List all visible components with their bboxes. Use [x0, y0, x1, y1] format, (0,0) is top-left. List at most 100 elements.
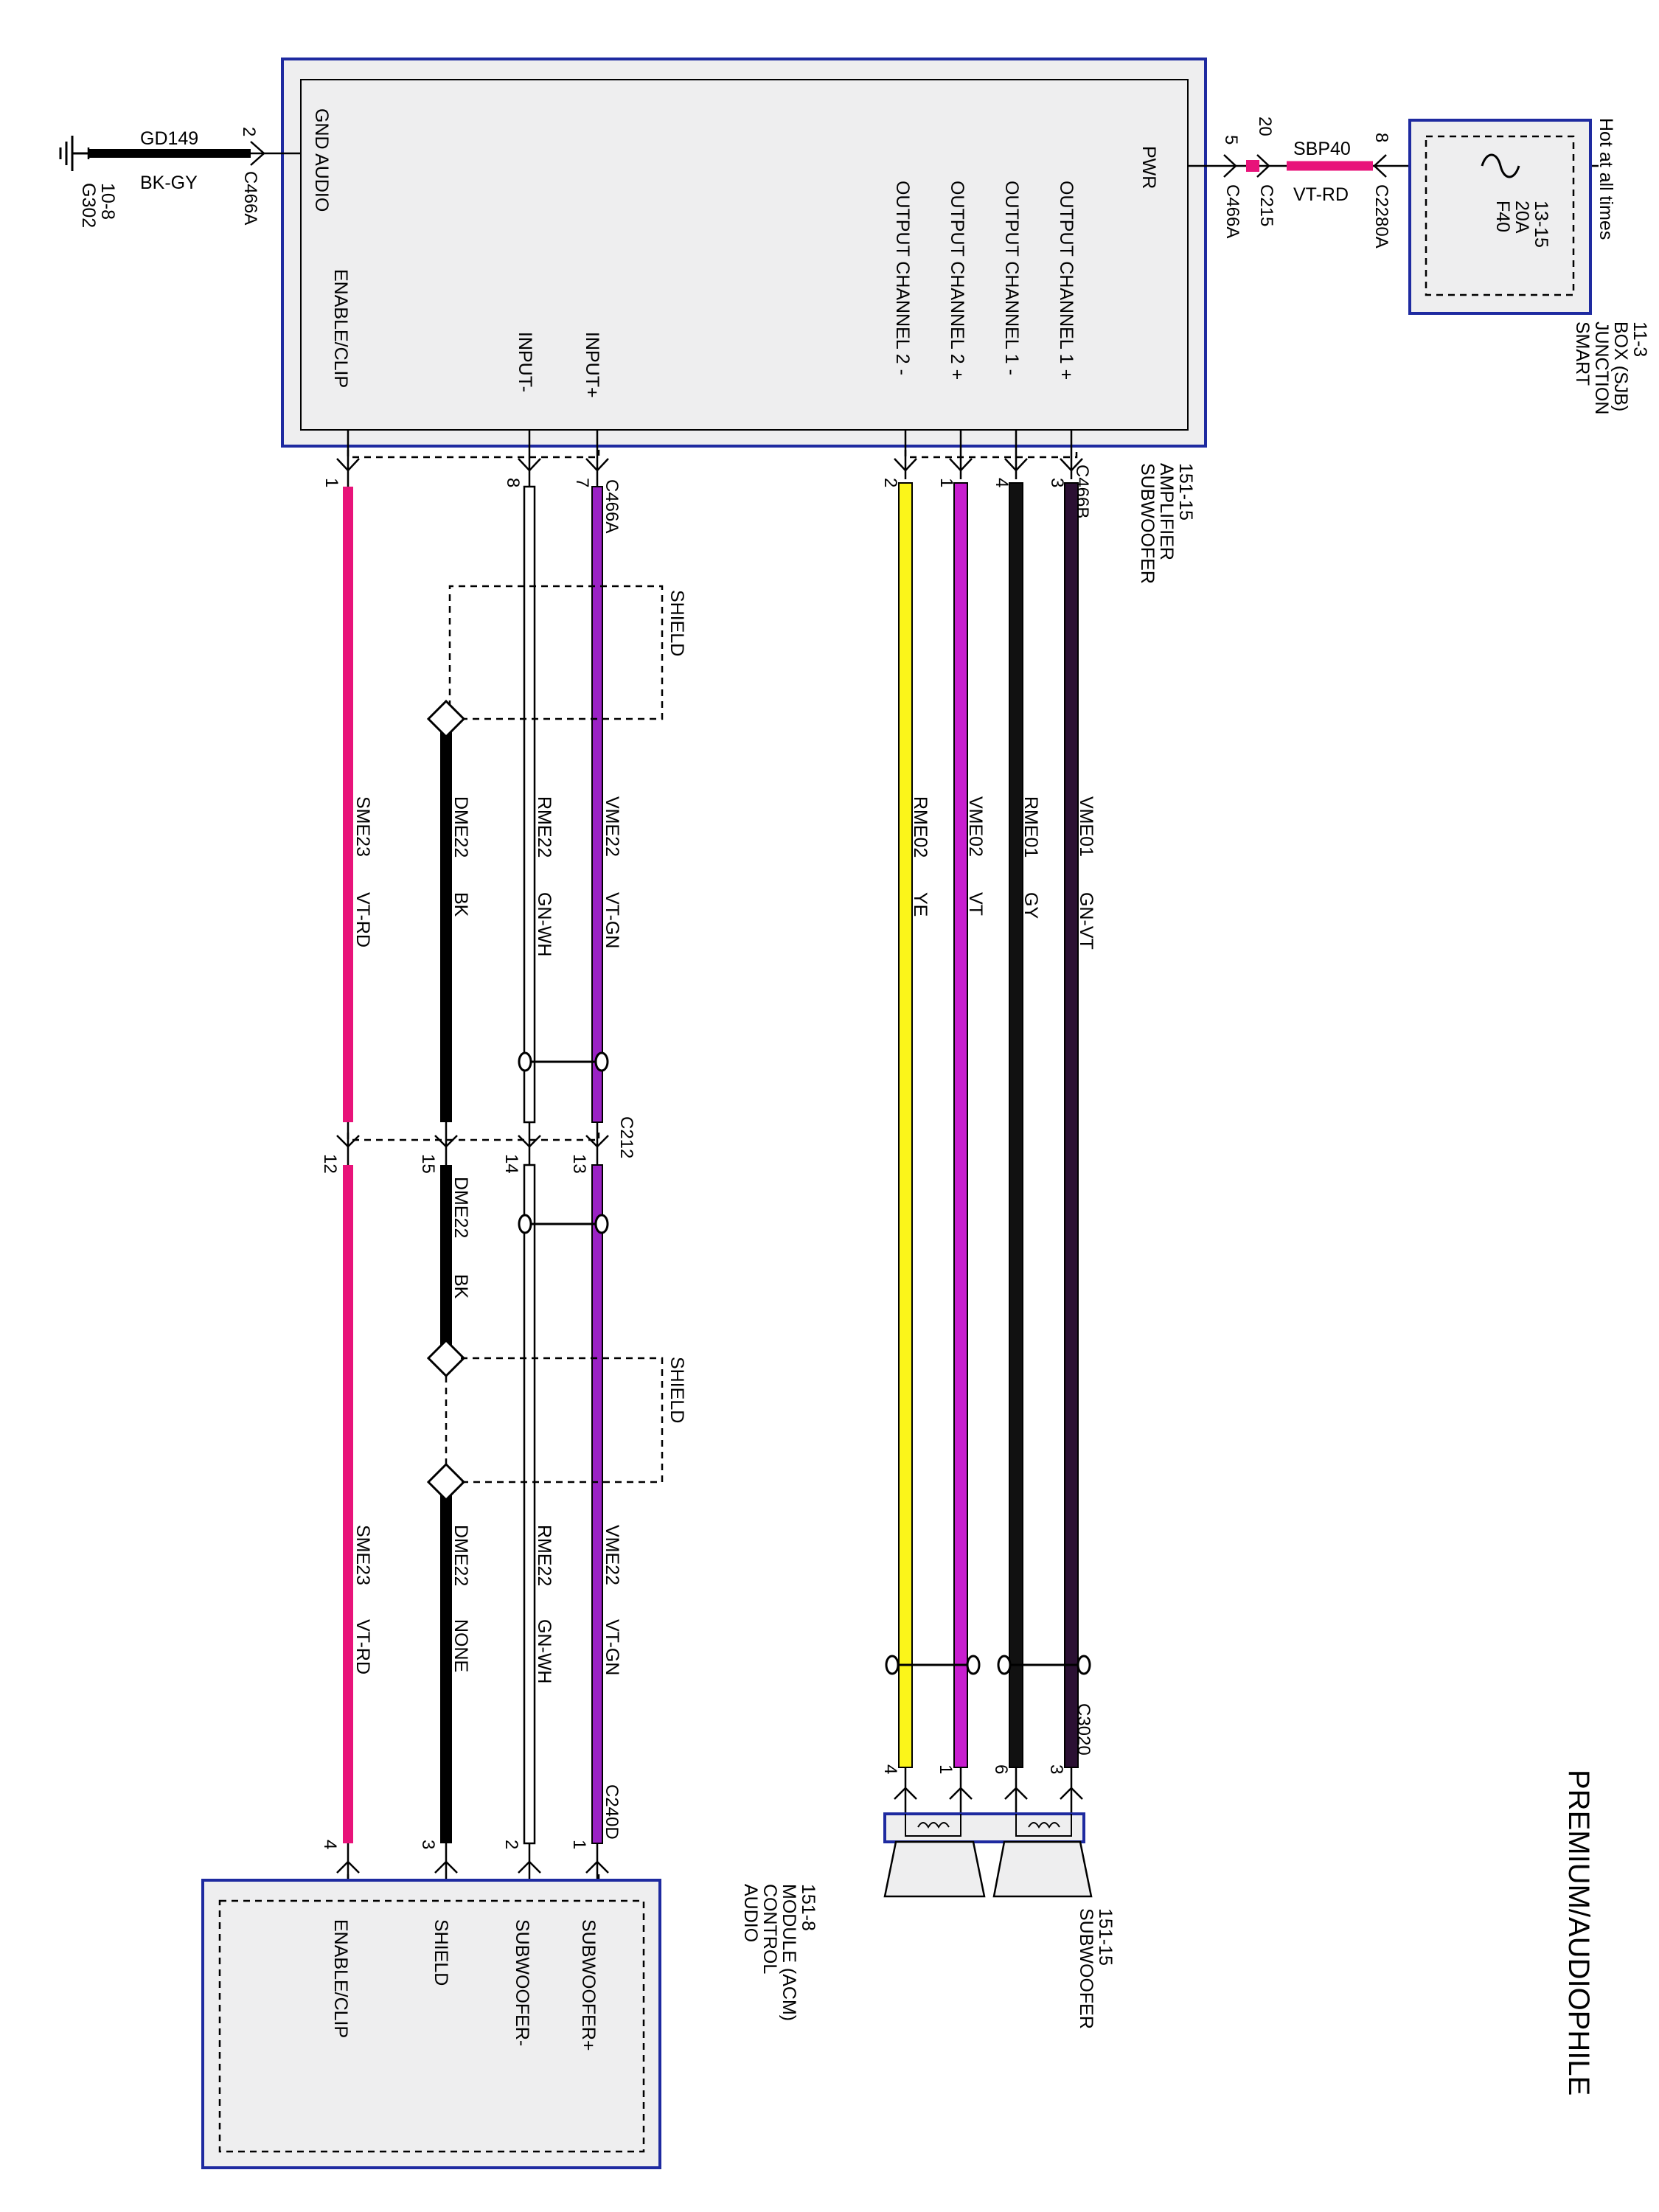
power-circuit: 5 C466A 20 C215 SBP40 VT-RD 8 C2280A F40…	[1188, 116, 1650, 414]
pin-arrow	[336, 1135, 360, 1148]
pin-arrow	[336, 458, 360, 472]
bottom-pin: 1	[569, 1840, 589, 1849]
wire-rme22: 8 RME22 GN-WH 14 RME22 GN-WH 2	[501, 430, 554, 1901]
pin-label-out1-plus: OUTPUT CHANNEL 1 +	[1056, 181, 1077, 380]
subwoofer-amplifier: SUBWOOFER AMPLIFIER 151-15 GND AUDIO PWR…	[281, 58, 1207, 589]
coil-winding-icon	[1028, 1822, 1060, 1829]
pin-arrow	[585, 1135, 609, 1148]
shield-terminal-icon	[426, 1338, 466, 1378]
connector-c466a-bar	[347, 450, 600, 459]
shield-terminal-icon	[426, 699, 466, 739]
wire-color: VT	[965, 892, 986, 916]
connector-c466b-bar	[904, 450, 1078, 459]
acm-name: AUDIO CONTROL MODULE (ACM) 151-8	[740, 1884, 818, 2026]
top-pin: 2	[880, 478, 900, 487]
shield-label: SHIELD	[667, 1357, 687, 1423]
bottom-pin: 1	[936, 1764, 956, 1774]
wire-body-bk-mid	[440, 1165, 452, 1358]
wire-body-vt-gn	[591, 486, 603, 1123]
pin-arrow-pwr-c466a	[1223, 154, 1237, 178]
coil-winding-icon	[917, 1822, 950, 1829]
pin-arrow	[518, 1860, 541, 1874]
power-pin-amp: 5	[1221, 135, 1241, 145]
connector-c3020: C3020	[1074, 1703, 1093, 1756]
mid-pin: 15	[418, 1154, 438, 1174]
wire-body-vt-rd	[343, 487, 353, 1122]
circuit-id-lower: VME22	[602, 1525, 622, 1585]
wire-body-none	[440, 1482, 452, 1843]
sjb-inner-dashed	[1425, 135, 1575, 296]
wire-vme22: 7 VME22 VT-GN 13 VME22 VT-GN 1	[569, 430, 622, 1901]
bottom-pin: 6	[991, 1764, 1011, 1774]
top-pin: 1	[321, 478, 341, 487]
wire-body-gn-wh-lower	[523, 1164, 536, 1845]
acm-pin-shield: SHIELD	[431, 1919, 451, 1986]
pin-label-pwr: PWR	[1138, 146, 1159, 189]
pin-arrow-pwr-c215	[1256, 154, 1270, 178]
wire-color: VT-RD	[352, 892, 373, 947]
wire-body-vt-gn-lower	[591, 1164, 603, 1844]
connector-c212: C212	[616, 1116, 636, 1158]
circuit-id-lower: DME22	[451, 1525, 471, 1586]
ground-symbol-icon	[59, 136, 88, 171]
circuit-id: VME02	[965, 796, 986, 857]
connector-c240d: C240D	[602, 1784, 622, 1840]
fuse-label: F40 20A 13-15	[1492, 201, 1551, 248]
pin-arrow	[1004, 1787, 1028, 1800]
wire-body-ye	[898, 482, 913, 1768]
ground-wire-color: BK-GY	[140, 173, 198, 193]
wire-body-gn-wh	[523, 485, 536, 1124]
output-wire-bundle: C466B 2 RME02 YE 4 1 VME02 VT 1	[880, 430, 1096, 1814]
subwoofer-name: SUBWOOFER 151-15	[1076, 1908, 1116, 2034]
bottom-pin: 3	[1046, 1764, 1066, 1774]
pin-label-input-plus: INPUT+	[582, 332, 602, 398]
pin-label-gnd-audio: GND AUDIO	[311, 108, 332, 212]
top-pin: 3	[1047, 478, 1067, 487]
wire-color: GY	[1020, 892, 1041, 919]
shield-terminal-icon	[426, 1462, 466, 1502]
shield-upper: SHIELD	[426, 585, 687, 739]
mid-pin: 12	[320, 1154, 340, 1174]
circuit-id: SME23	[352, 796, 373, 857]
mid-pin: 14	[501, 1154, 521, 1174]
twisted-pair-icon	[518, 1214, 609, 1234]
acm-outer-box	[201, 1879, 661, 2169]
acm-pin-enable-clip: ENABLE/CLIP	[330, 1919, 351, 2038]
circuit-id: RME22	[534, 796, 554, 858]
circuit-id-lower: SME23	[352, 1525, 373, 1585]
wire-body-vt-rd-lower	[343, 1165, 353, 1843]
pin-arrow	[1060, 458, 1083, 472]
pin-label-input-minus: INPUT-	[515, 332, 535, 392]
circuit-id: VME22	[602, 796, 622, 857]
pin-arrow	[518, 1135, 541, 1148]
wire-body-bk	[440, 719, 452, 1122]
wire-body-vt	[953, 482, 968, 1768]
power-pin-sjb: 8	[1371, 133, 1391, 142]
top-pin: 4	[992, 478, 1012, 487]
twisted-pair-icon	[518, 1051, 609, 1072]
wire-color: VT-GN	[602, 892, 622, 948]
amplifier-name: SUBWOOFER AMPLIFIER 151-15	[1137, 463, 1196, 589]
wire-color: BK	[451, 892, 471, 917]
wire-body-gn-vt	[1064, 482, 1079, 1768]
pin-arrow	[894, 458, 917, 472]
bottom-pin: 3	[418, 1840, 438, 1849]
acm-pin-sub-minus: SUBWOOFER-	[512, 1919, 532, 2046]
speaker-cone-icon	[883, 1840, 986, 1898]
wire-color: GN-VT	[1076, 892, 1096, 950]
pin-arrow-sjb	[1373, 154, 1387, 178]
circuit-id-mid: DME22	[451, 1177, 471, 1238]
bottom-pin: 2	[501, 1840, 521, 1849]
ground-pin: 2	[239, 127, 259, 136]
subwoofer: SUBWOOFER 151-15	[883, 1812, 1116, 2034]
wire-vme02: 1 VME02 VT 1	[936, 430, 986, 1814]
pin-arrow	[585, 458, 609, 472]
wire-color: GN-WH	[534, 892, 554, 956]
diagram-title: PREMIUM/AUDIOPHILE	[1562, 1770, 1595, 2096]
pin-arrow	[949, 458, 973, 472]
power-circuit-id: SBP40	[1293, 139, 1351, 159]
pin-arrow	[1060, 1787, 1083, 1800]
wire-rme02: 2 RME02 YE 4	[880, 430, 931, 1814]
pin-arrow	[434, 1135, 458, 1148]
